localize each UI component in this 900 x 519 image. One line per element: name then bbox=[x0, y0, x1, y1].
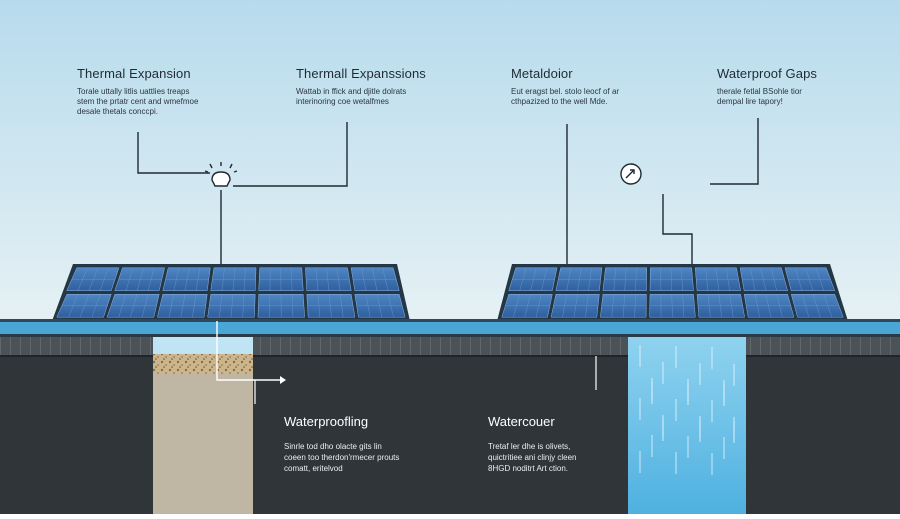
callout-thermal-expansions-title: Thermall Expanssions bbox=[296, 66, 426, 81]
roof-underside bbox=[0, 334, 900, 337]
siding-band bbox=[0, 337, 900, 356]
callout-metaldoior-title: Metaldoior bbox=[511, 66, 573, 81]
structural-column bbox=[153, 374, 253, 514]
waterproof-channel bbox=[153, 337, 253, 354]
callout-thermal-expansions-text: Wattab in ffick and djitle dolrats inter… bbox=[296, 87, 476, 107]
callout-watercouer-title: Watercouer bbox=[488, 414, 555, 429]
solar-array-right bbox=[497, 264, 848, 321]
callout-thermal-expansion-title: Thermal Expansion bbox=[77, 66, 191, 81]
callout-waterproofing-title: Waterproofling bbox=[284, 414, 368, 429]
gravel-fill bbox=[153, 354, 253, 374]
callout-watercouer-text: Tretaf ler dhe is olivets, quictritiee a… bbox=[488, 441, 618, 474]
callout-waterproofing-text: Sinrle tod dho olacte gits lin coeen too… bbox=[284, 441, 454, 474]
wall-dark bbox=[0, 356, 900, 514]
roof-membrane bbox=[0, 321, 900, 334]
roof-edge bbox=[0, 319, 900, 322]
gauge-icon bbox=[621, 164, 641, 184]
callout-waterproof-gaps-title: Waterproof Gaps bbox=[717, 66, 817, 81]
callout-waterproof-gaps-text: therale fetlal BSohle tior dempal lire t… bbox=[717, 87, 877, 107]
callout-thermal-expansion-text: Torale uttally litlis uattlies treaps st… bbox=[77, 87, 267, 117]
solar-array-left bbox=[52, 264, 410, 321]
callout-metaldoior-text: Eut eragst bel. stolo leocf of ar cthpaz… bbox=[511, 87, 681, 107]
water-channel bbox=[628, 337, 746, 514]
